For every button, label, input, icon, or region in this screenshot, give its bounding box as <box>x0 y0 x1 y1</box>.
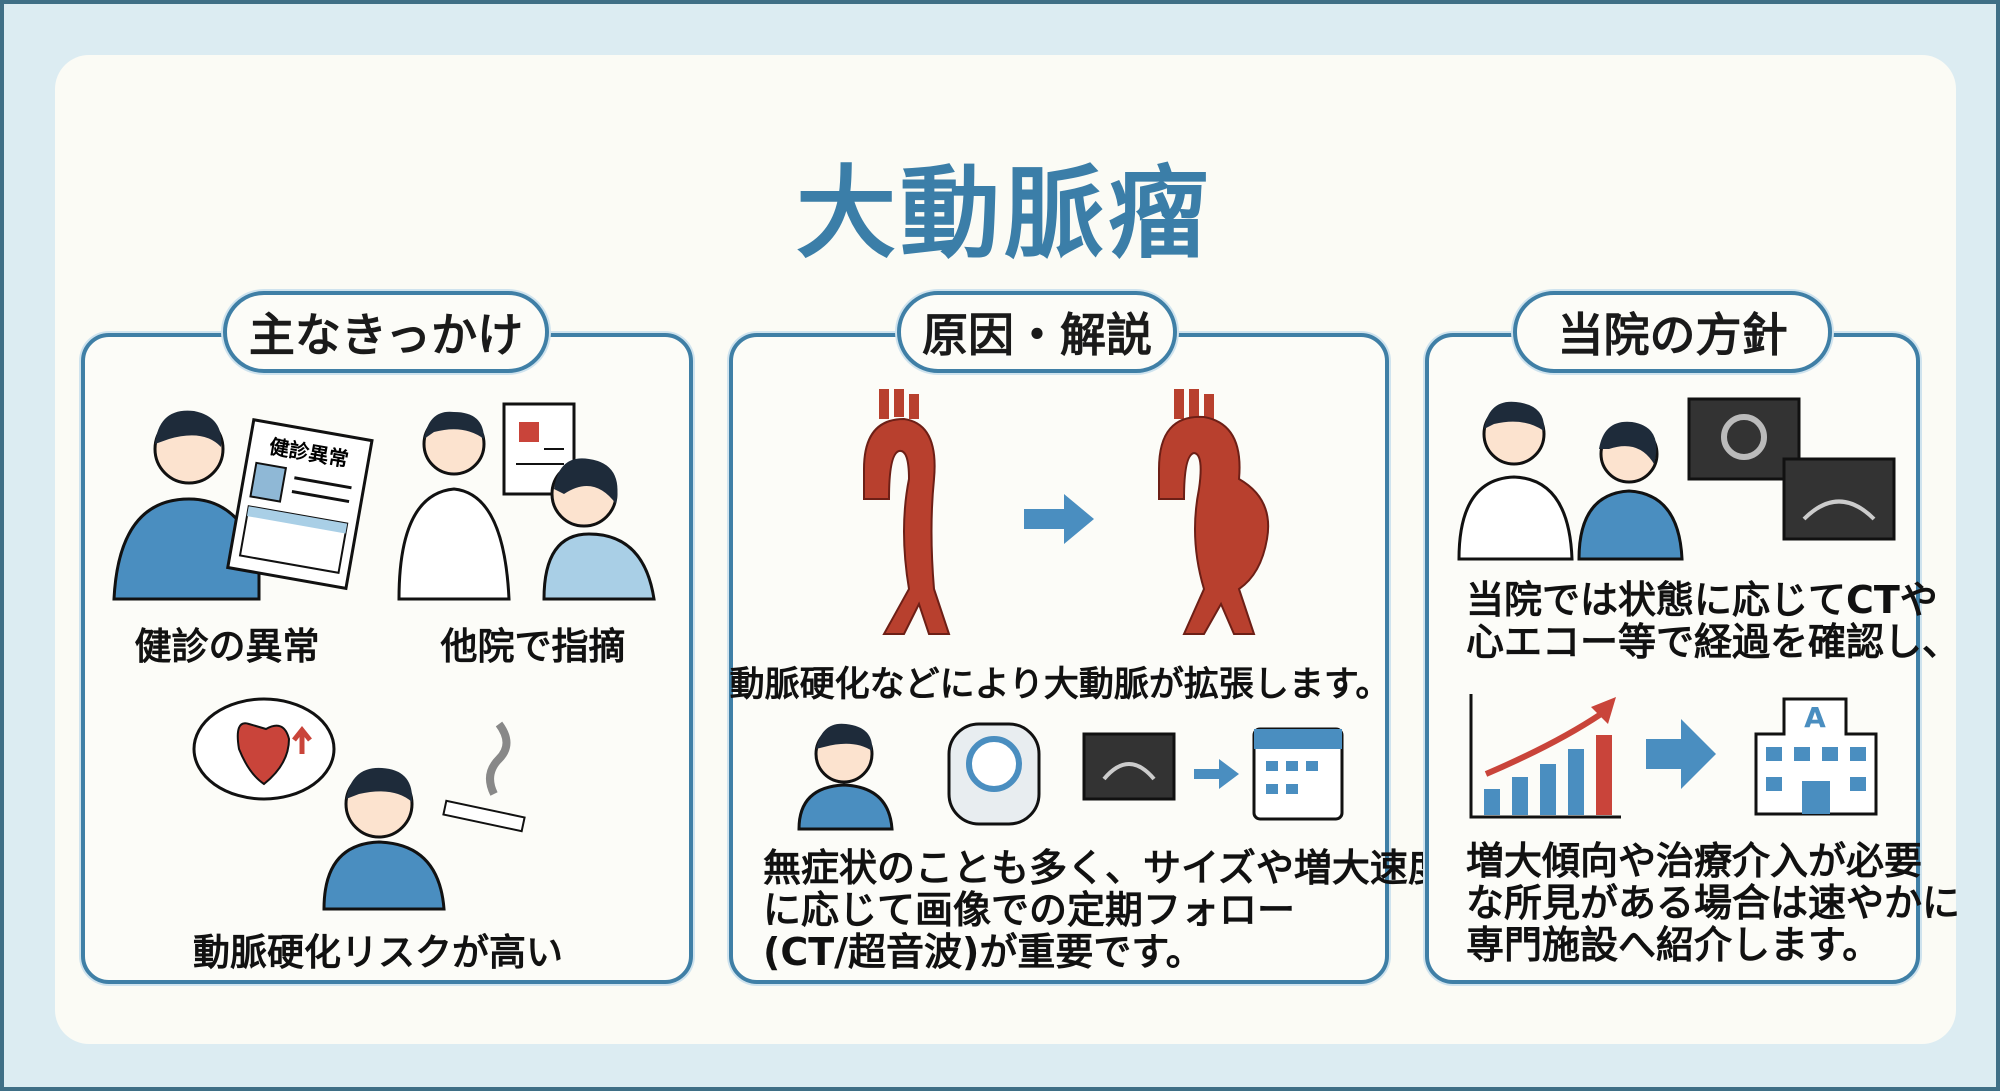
right-arrow-icon <box>1024 494 1094 544</box>
cause-line-3: (CT/超音波)が重要です。 <box>763 930 1204 974</box>
policy-text-top: 当院では状態に応じてCTや 心エコー等で経過を確認し、 <box>1466 579 1960 663</box>
page-title: 大動脈瘤 <box>796 155 1212 272</box>
cause-explanation: 無症状のことも多く、サイズや増大速度 に応じて画像での定期フォロー (CT/超音… <box>763 847 1446 973</box>
doctor-patient-with-monitors-illustration <box>1457 397 1896 561</box>
policy-line-4: な所見がある場合は速やかに <box>1466 881 1961 925</box>
panel-policy-header: 当院の方針 <box>1513 291 1832 373</box>
panel-triggers-header: 主なきっかけ <box>223 291 549 373</box>
panel-causes-header: 原因・解説 <box>897 291 1177 373</box>
cause-caption: 動脈硬化などにより大動脈が拡張します。 <box>729 665 1391 705</box>
policy-text-bottom: 増大傾向や治療介入が必要 な所見がある場合は速やかに 専門施設へ紹介します。 <box>1466 840 1960 966</box>
hospital-a-label: A <box>1804 701 1826 734</box>
imaging-followup-illustration <box>797 722 1344 831</box>
policy-line-1: 当院では状態に応じてCTや <box>1466 578 1938 622</box>
doctor-pointing-at-patient-illustration <box>397 402 656 601</box>
panel-causes <box>729 333 1389 984</box>
trigger-checkup-abnormality: 健診の異常 <box>134 625 320 668</box>
cause-line-2: に応じて画像での定期フォロー <box>763 888 1296 932</box>
trigger-atherosclerosis-risk: 動脈硬化リスクが高い <box>193 931 563 974</box>
worried-person-with-risk-factors-illustration <box>192 697 526 911</box>
policy-line-2: 心エコー等で経過を確認し、 <box>1466 620 1961 664</box>
policy-line-5: 専門施設へ紹介します。 <box>1466 923 1881 967</box>
dilated-aorta-aneurysm-illustration <box>1158 389 1270 635</box>
policy-line-3: 増大傾向や治療介入が必要 <box>1466 839 1923 883</box>
trigger-referred-by-other-clinic: 他院で指摘 <box>440 625 626 668</box>
growth-chart-to-hospital-illustration: A <box>1469 694 1878 819</box>
person-with-checkup-document-illustration: 健診異常 <box>112 410 374 601</box>
cause-line-1: 無症状のことも多く、サイズや増大速度 <box>763 846 1446 890</box>
normal-aorta-illustration <box>863 389 951 635</box>
